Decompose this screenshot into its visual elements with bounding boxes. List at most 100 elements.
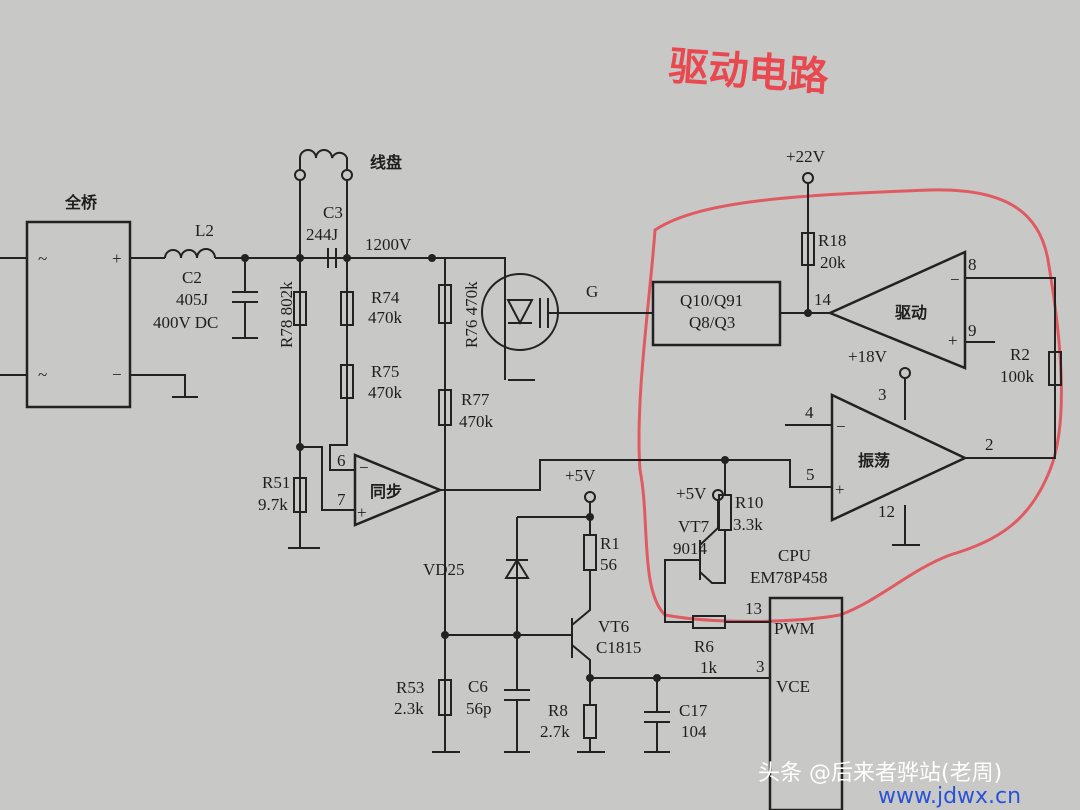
resistor-R1 [583,534,597,571]
R51-label: R51 [262,473,290,492]
ac-terminal: ~ [38,365,47,384]
resistor-R78 [293,291,307,326]
qbox-label-1: Q10/Q91 [680,291,743,310]
VD25-label: VD25 [423,560,465,579]
pin-12: 12 [878,502,895,521]
pin-7: 7 [337,490,346,509]
C2-voltage: 400V DC [153,313,218,332]
capacitor-C2 [232,258,258,339]
R10-label: R10 [735,493,763,512]
igbt-internals [504,282,653,381]
plus-input: + [948,331,958,350]
full-bridge-rectifier [25,220,132,409]
R2-label: R2 [1010,345,1030,364]
resistor-R10 [718,494,732,531]
cpu-model: EM78P458 [750,568,827,587]
coil-label: 线盘 [370,153,402,172]
ac-terminal: ~ [38,249,47,268]
VT7-value: 9014 [673,539,708,558]
R75-label: R75 [371,362,399,381]
supply-22v-terminal [802,172,814,184]
R76-label: R76 470k [462,281,481,348]
minus-input: − [359,458,369,477]
supply-5v-label: +5V [676,484,707,503]
pin-9: 9 [968,321,977,340]
supply-5v-label: +5V [565,466,596,485]
R2-value: 100k [1000,367,1035,386]
wire [300,292,355,511]
minus-input: − [836,417,846,436]
R78-label: R78 802k [277,281,296,348]
cpu-label: CPU [778,546,811,565]
resistor-R77 [438,389,452,426]
coil-terminal [341,169,353,181]
R1-value: 56 [600,555,617,574]
R53-label: R53 [396,678,424,697]
R8-label: R8 [548,701,568,720]
R51-value: 9.7k [258,495,288,514]
R8-value: 2.7k [540,722,570,741]
resistor-R75 [340,364,354,399]
inductor-L2 [164,248,216,259]
resistor-R76 [438,284,452,324]
pin-3: 3 [878,385,887,404]
R74-value: 470k [368,308,403,327]
highlight-outline [637,188,1063,623]
coil-terminal [294,169,306,181]
C6-value: 56p [466,699,492,718]
handwritten-title: 驱动电路 [667,44,831,101]
pin-3-cpu: 3 [756,657,765,676]
wire [785,378,920,546]
resistor-R6 [692,615,726,629]
resistor-R8 [583,704,597,739]
L2-label: L2 [195,221,214,240]
plus-terminal: + [112,249,122,268]
R77-value: 470k [459,412,494,431]
oscillator-label: 振荡 [858,451,890,470]
R77-label: R77 [461,390,490,409]
oscillator-comparator [830,393,968,522]
R53-value: 2.3k [394,699,424,718]
cpu-chip [768,596,844,810]
VT6-label: VT6 [598,617,629,636]
C17-label: C17 [679,701,708,720]
sync-comparator [353,453,444,527]
wire [445,502,770,753]
wire [965,277,1056,459]
coil [299,149,348,170]
C3-label: C3 [323,203,343,222]
C6-label: C6 [468,677,488,696]
watermark-url: www.jdwx.cn [878,784,1021,809]
pin-6: 6 [337,451,346,470]
bridge-label: 全桥 [64,193,98,212]
watermark-text: 头条 @后来者骅站(老周) [758,761,1002,786]
R75-value: 470k [368,383,403,402]
supply-22v-label: +22V [786,147,826,166]
R1-label: R1 [600,534,620,553]
R10-value: 3.3k [733,515,763,534]
pin-4: 4 [805,403,814,422]
wire [299,180,348,548]
supply-18v-terminal [899,367,911,379]
wire [432,258,832,753]
resistor-R74 [340,291,354,326]
plus-input: + [357,503,367,522]
minus-terminal: − [112,365,122,384]
pin-14: 14 [814,290,832,309]
pwm-pin-label: PWM [774,619,815,638]
plus-input: + [835,480,845,499]
R6-label: R6 [694,637,714,656]
pin-2: 2 [985,435,994,454]
supply-18v-label: +18V [848,347,888,366]
drive-comparator [826,250,967,370]
R6-value: 1k [700,658,718,677]
pin-8: 8 [968,255,977,274]
igbt [481,273,559,351]
minus-input: − [950,270,960,289]
R74-label: R74 [371,288,400,307]
drive-label: 驱动 [895,303,927,322]
resistor-R2 [1048,351,1062,386]
vce-pin-label: VCE [776,677,810,696]
gate-label: G [586,282,598,301]
